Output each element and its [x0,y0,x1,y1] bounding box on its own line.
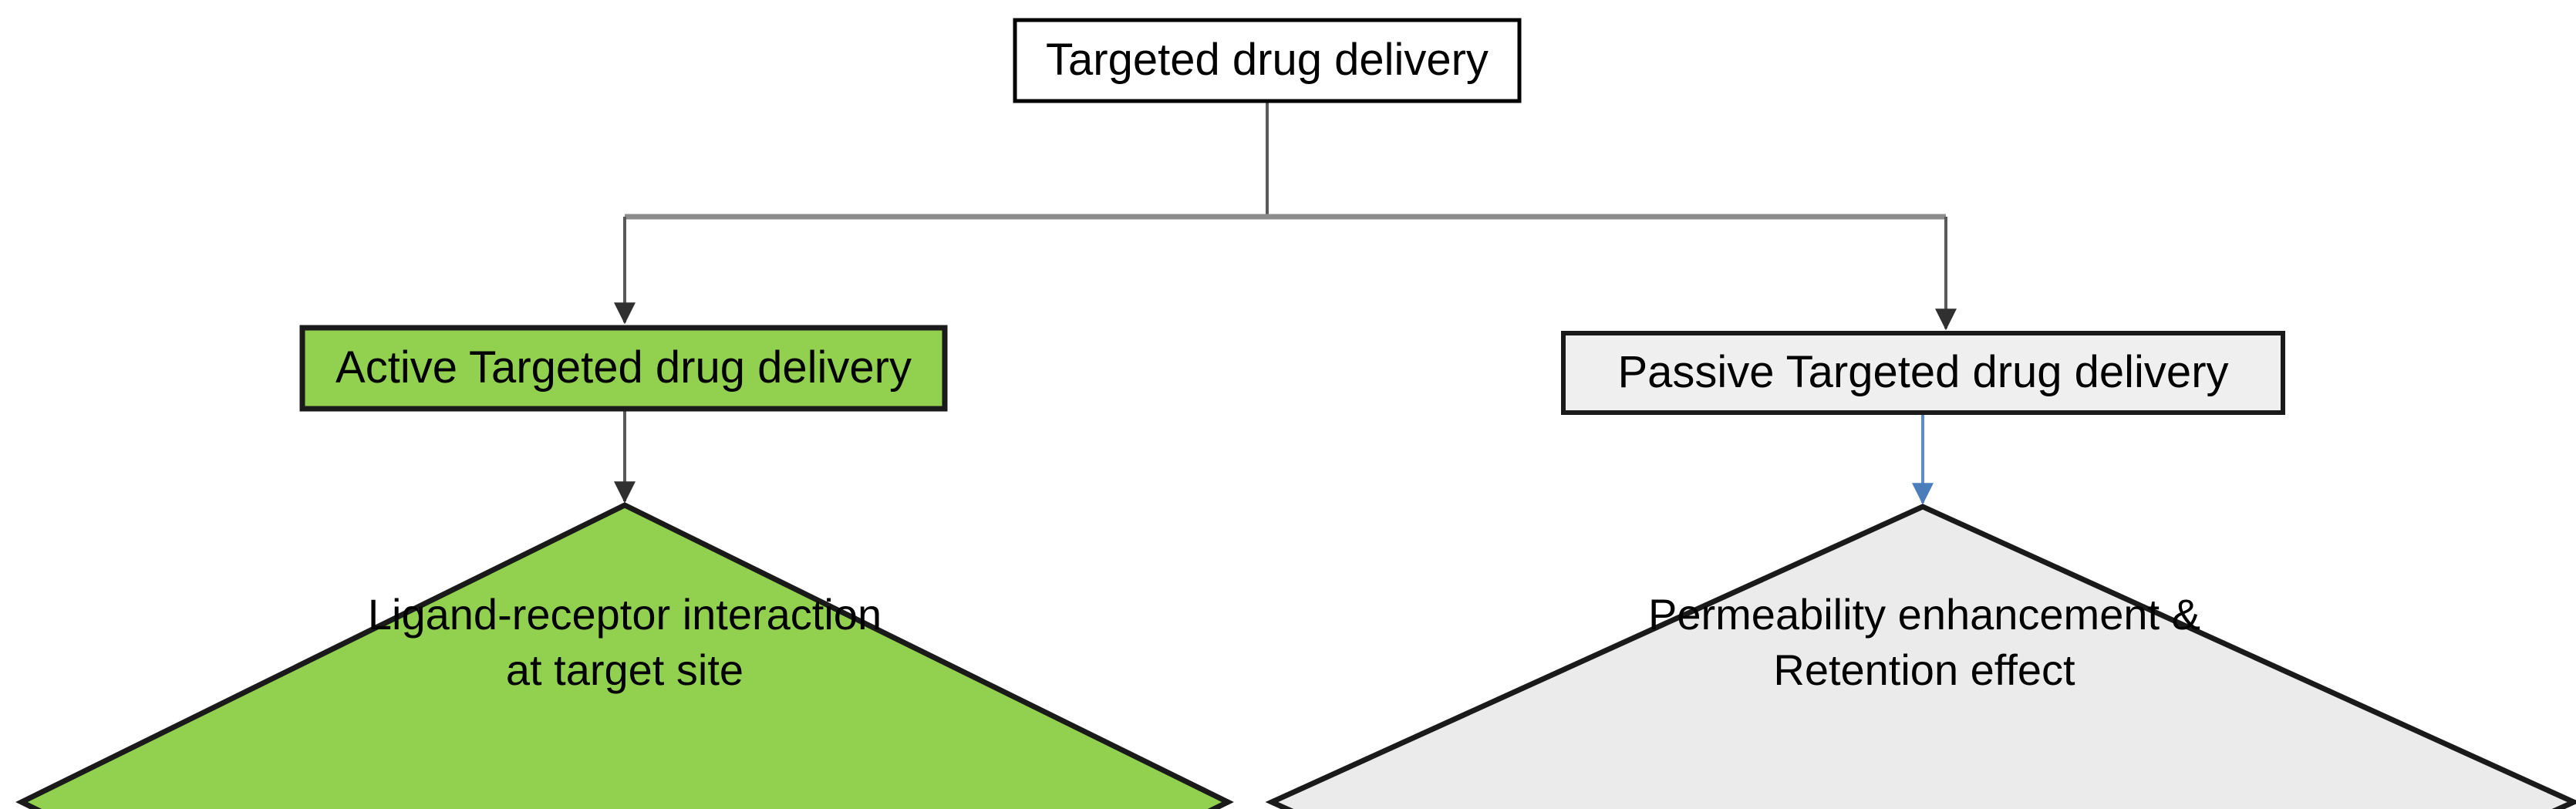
node-epr-shape[interactable] [1265,504,2576,809]
connector-root-to-branches [614,101,1957,331]
node-active-shape[interactable] [299,325,948,412]
node-root-shape[interactable] [1013,18,1522,103]
node-passive-shape[interactable] [1561,331,2285,415]
node-ligand-shape[interactable] [15,502,1234,809]
